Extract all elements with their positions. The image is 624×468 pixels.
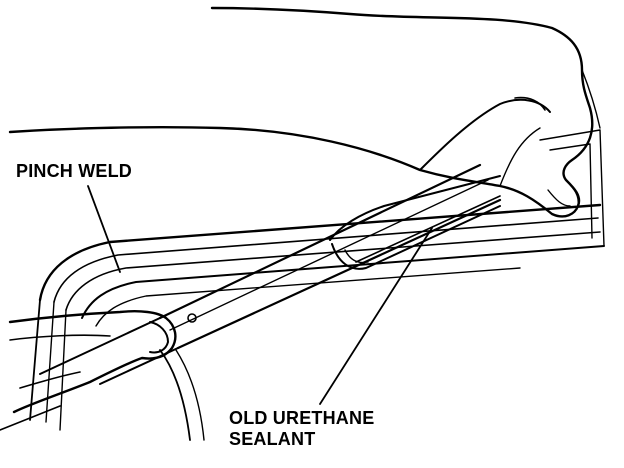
- urethane-sealant-label-line1: OLD URETHANE: [229, 408, 375, 428]
- window-frame: [29, 129, 605, 441]
- scraper-tool: [39, 163, 502, 385]
- sealant-leader: [319, 227, 433, 405]
- urethane-sealant-label-line2: SEALANT: [229, 429, 316, 449]
- leader-lines: [87, 185, 433, 405]
- lower-hand: [0, 310, 177, 431]
- pinch-weld-leader: [87, 185, 121, 273]
- pinch-weld-label: PINCH WELD: [16, 161, 132, 181]
- upper-hand: [8, 6, 601, 218]
- urethane-sealant-label: OLD URETHANE SEALANT: [229, 408, 374, 450]
- tool-rivet: [187, 313, 197, 323]
